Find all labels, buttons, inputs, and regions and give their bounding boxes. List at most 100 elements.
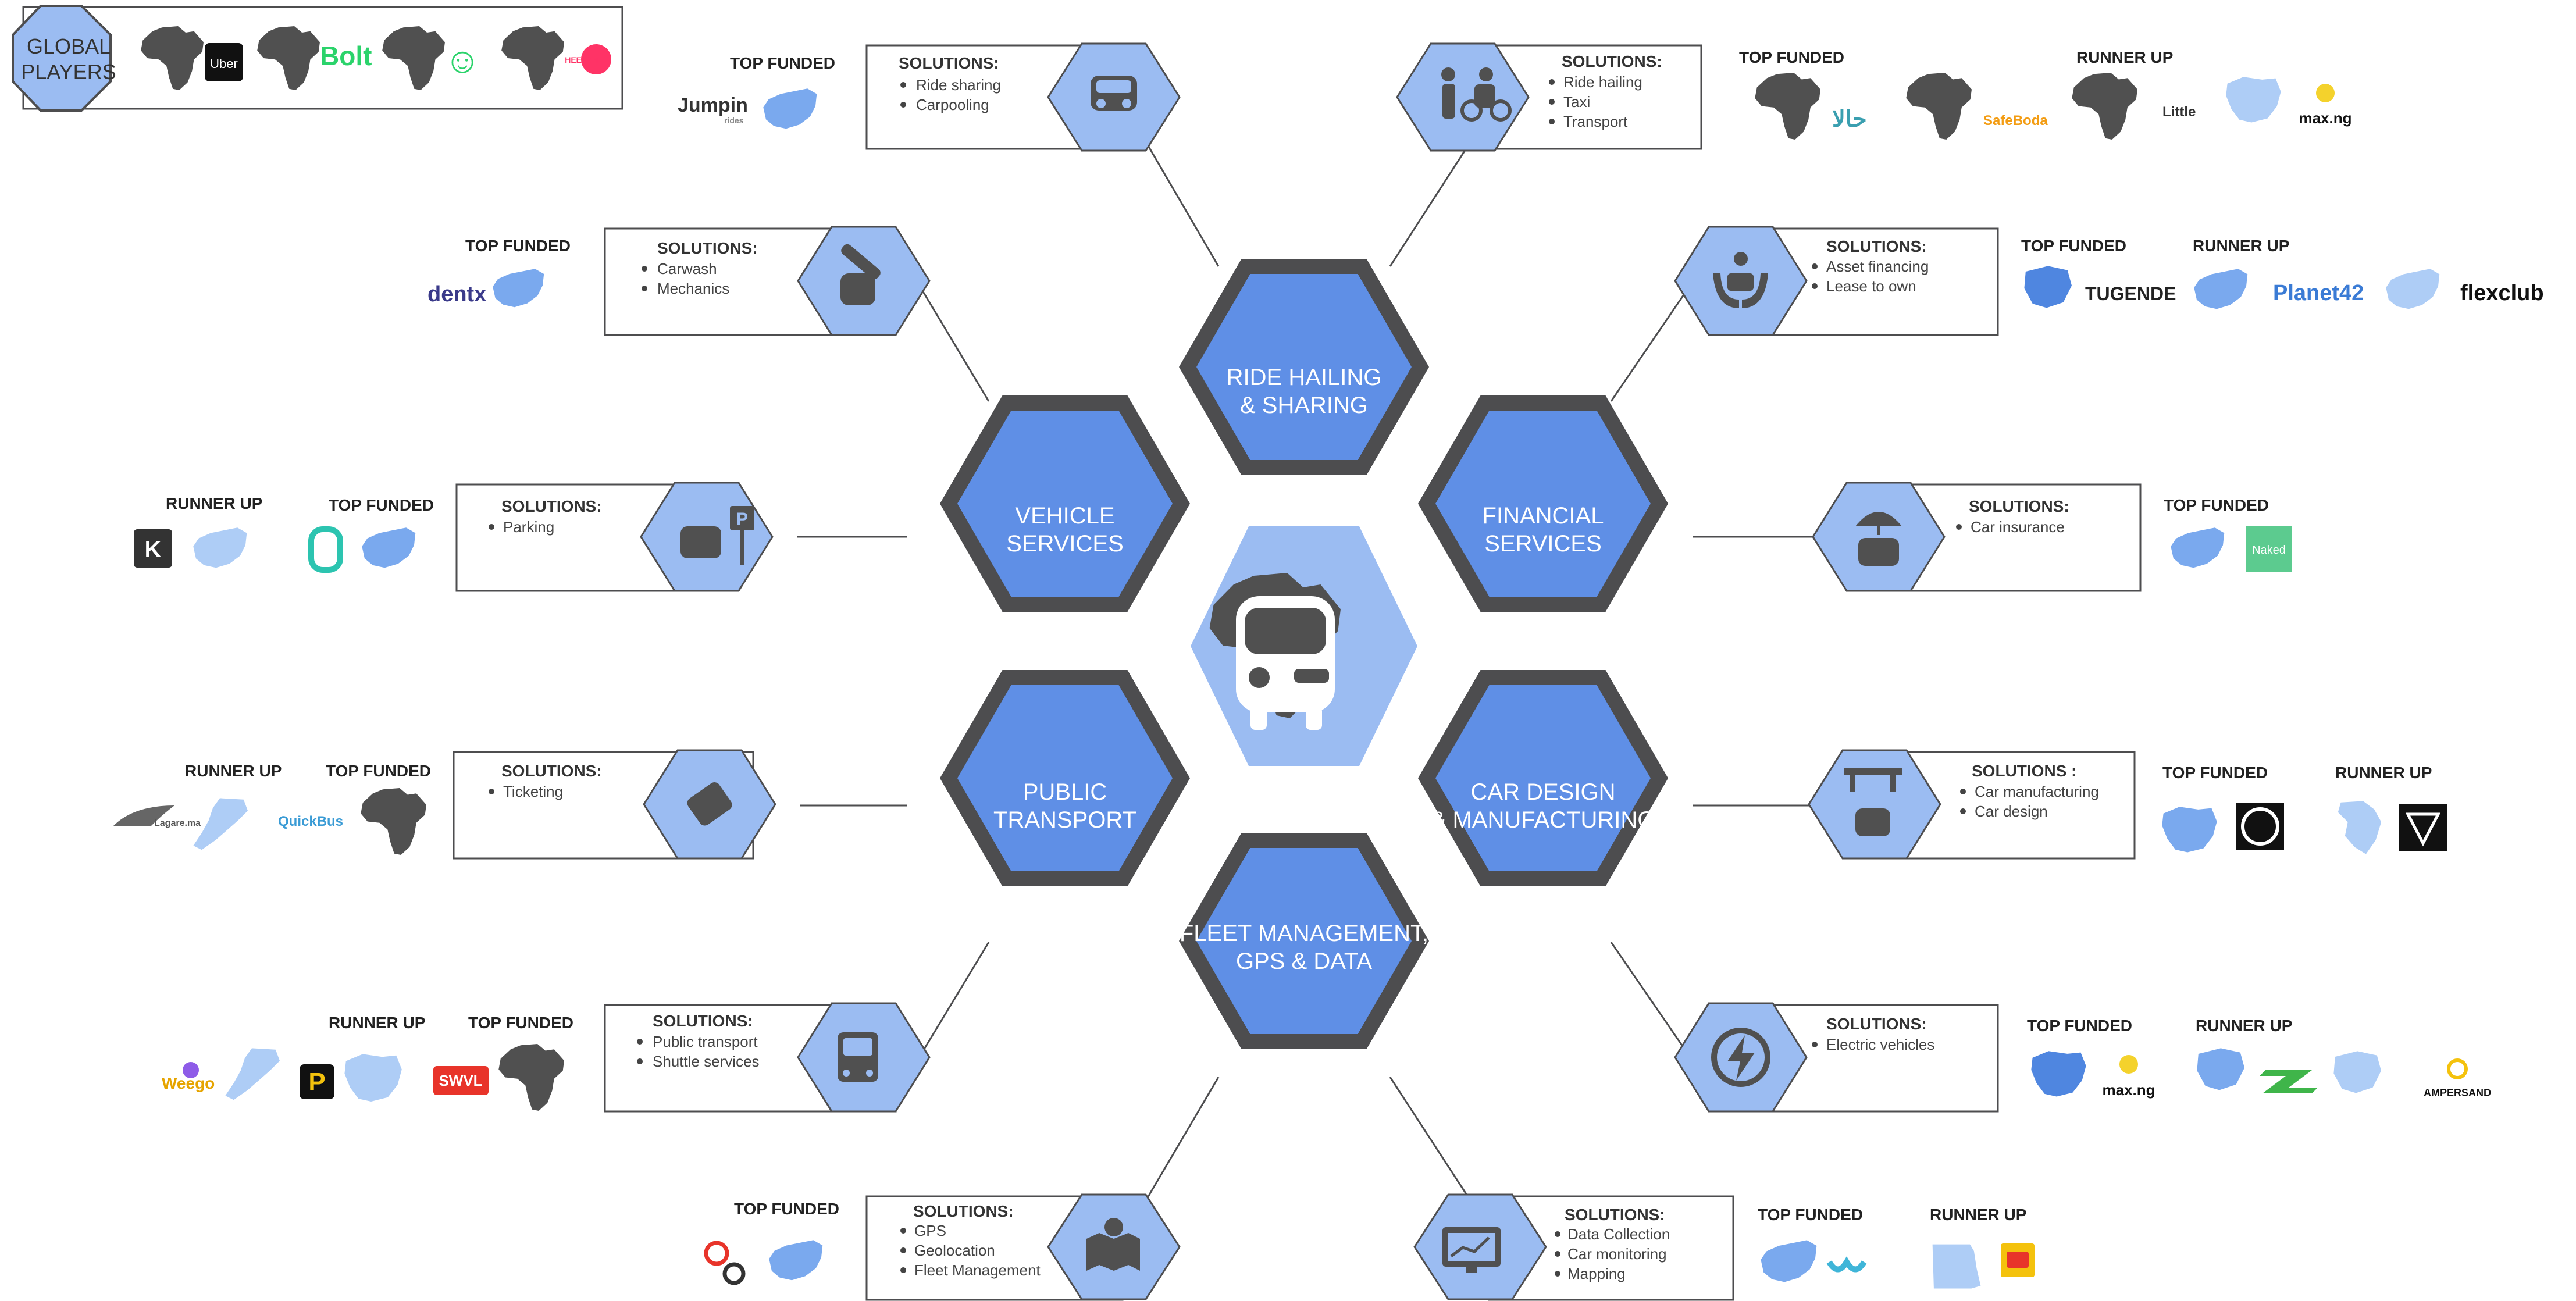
solution-box-electric: SOLUTIONS: Electric vehicles [1674, 1002, 1999, 1113]
sector-fleet-management[interactable]: FLEET MANAGEMENT, GPS & DATA [1178, 833, 1430, 1049]
runner-up-label: RUNNER UP [2196, 1017, 2292, 1035]
solution-box-asset-financing: SOLUTIONS: Asset financing Lease to own [1674, 226, 1999, 336]
svg-text:CAR DESIGN& MANUFACTURING: CAR DESIGN& MANUFACTURING [1431, 779, 1656, 833]
uber-logo: Uber [210, 56, 238, 71]
companies-carwash: TOP FUNDED dentx [427, 237, 571, 308]
sector-label: VEHICLE [1015, 503, 1114, 529]
safeboda-logo: SafeBoda [1983, 113, 2048, 129]
solutions-title: SOLUTIONS: [653, 1012, 753, 1030]
solution-box-taxi: SOLUTIONS: Ride hailing Taxi Transport [1396, 42, 1702, 152]
solution-item: Fleet Management [914, 1261, 1041, 1279]
solutions-title: SOLUTIONS: [1826, 1015, 1927, 1033]
people-moto-icon [1441, 67, 1512, 122]
solution-item: Car manufacturing [1975, 783, 2099, 800]
jumpin-logo: Jumpin [678, 94, 748, 116]
lightning-icon [1711, 1028, 1770, 1087]
runner-up-label: RUNNER UP [2193, 237, 2289, 255]
solution-item: Electric vehicles [1826, 1036, 1934, 1053]
top-funded-label: TOP FUNDED [2027, 1017, 2132, 1035]
top-funded-label: TOP FUNDED [1739, 48, 1844, 66]
sector-label: & SHARING [1240, 393, 1368, 418]
solution-box-gps: SOLUTIONS: GPS Geolocation Fleet Managem… [865, 1193, 1181, 1301]
wrench-hand-icon [840, 244, 881, 305]
africa-car-icon [1209, 573, 1341, 730]
hands-house-car-icon [1713, 252, 1768, 308]
svg-text:P: P [736, 509, 748, 529]
companies-electric: TOP FUNDED RUNNER UP max.ng AMPERSAND [2027, 1017, 2491, 1099]
sector-label: TRANSPORT [993, 807, 1136, 833]
quickbus-logo: QuickBus [278, 814, 343, 829]
top-funded-label: TOP FUNDED [2162, 764, 2268, 782]
companies-taxi: TOP FUNDED RUNNER UP حالا SafeBoda Littl… [1739, 48, 2352, 140]
map-pin-icon [1086, 1218, 1140, 1271]
flexclub-logo: flexclub [2460, 281, 2544, 305]
halla-logo: حالا [1832, 106, 1867, 132]
tugende-logo: TUGENDE [2085, 283, 2176, 304]
solution-item: Mechanics [657, 280, 729, 297]
top-funded-label: TOP FUNDED [730, 54, 835, 72]
companies-ticketing: RUNNER UP TOP FUNDED Lagare.ma QuickBus [113, 762, 431, 855]
heetch-logo: HEETCH [565, 55, 598, 65]
global-players-label: GLOBAL [27, 34, 111, 58]
solution-box-parking: P SOLUTIONS: Parking [455, 482, 774, 592]
sector-label: SERVICES [1484, 531, 1602, 557]
bus-icon [838, 1032, 878, 1082]
jumpin-sub: rides [724, 116, 744, 125]
companies-insurance: TOP FUNDED Naked [2164, 496, 2292, 572]
runner-up-label: RUNNER UP [2335, 764, 2432, 782]
companies-asset-financing: TOP FUNDED RUNNER UP TUGENDE Planet42 fl… [2021, 237, 2544, 309]
sector-label: FLEET MANAGEMENT, [1180, 921, 1428, 946]
top-funded-label: TOP FUNDED [468, 1014, 573, 1032]
solution-item: Carpooling [916, 96, 989, 113]
solution-item: Lease to own [1826, 277, 1916, 295]
bolt-logo: Bolt [320, 41, 372, 71]
chart-monitor-icon [1442, 1227, 1501, 1273]
solution-box-carpool: SOLUTIONS: Ride sharing Carpooling [865, 42, 1181, 152]
solution-box-insurance: SOLUTIONS: Car insurance [1812, 482, 2142, 592]
solutions-title: SOLUTIONS: [501, 762, 602, 780]
solution-box-manufacturing: SOLUTIONS : Car manufacturing Car design [1808, 749, 2136, 860]
sector-label: FINANCIAL [1483, 503, 1604, 529]
solutions-title: SOLUTIONS : [1972, 762, 2076, 780]
runner-up-label: RUNNER UP [329, 1014, 425, 1032]
solution-item: Carwash [657, 260, 717, 277]
solution-item: Geolocation [914, 1242, 995, 1259]
careem-logo: ☺ [444, 41, 480, 81]
svg-text:RIDE HAILING& SHARING: RIDE HAILING& SHARING [1227, 365, 1382, 418]
solutions-title: SOLUTIONS: [1565, 1206, 1665, 1224]
solution-item: Mapping [1567, 1265, 1626, 1282]
solution-box-ticketing: SOLUTIONS: Ticketing [453, 749, 776, 860]
solution-item: Public transport [653, 1033, 758, 1050]
ampersand-logo: AMPERSAND [2424, 1087, 2491, 1099]
solution-box-shuttle: SOLUTIONS: Public transport Shuttle serv… [604, 1002, 931, 1113]
top-funded-label: TOP FUNDED [2021, 237, 2126, 255]
sector-label: GPS & DATA [1236, 949, 1372, 974]
solution-item: Car monitoring [1567, 1245, 1667, 1263]
sector-ride-hailing[interactable]: RIDE HAILING& SHARING [1178, 259, 1430, 475]
solutions-title: SOLUTIONS: [913, 1202, 1014, 1220]
sector-label: PUBLIC [1023, 779, 1107, 805]
solutions-title: SOLUTIONS: [657, 239, 758, 257]
solution-box-carwash: SOLUTIONS: Carwash Mechanics [604, 226, 931, 336]
sector-car-design[interactable]: CAR DESIGN& MANUFACTURING [1417, 670, 1669, 886]
global-players-label: PLAYERS [21, 60, 116, 84]
solutions-title: SOLUTIONS: [899, 54, 999, 72]
runner-up-label: RUNNER UP [185, 762, 282, 780]
svg-text:P: P [308, 1068, 325, 1096]
solution-item: Car design [1975, 803, 2048, 820]
solutions-title: SOLUTIONS: [501, 497, 602, 515]
solution-item: Taxi [1563, 93, 1590, 111]
solutions-title: SOLUTIONS: [1826, 237, 1927, 255]
top-funded-label: TOP FUNDED [465, 237, 571, 255]
companies-carpool: TOP FUNDED Jumpin rides [678, 54, 835, 129]
solution-item: Shuttle services [653, 1053, 760, 1070]
